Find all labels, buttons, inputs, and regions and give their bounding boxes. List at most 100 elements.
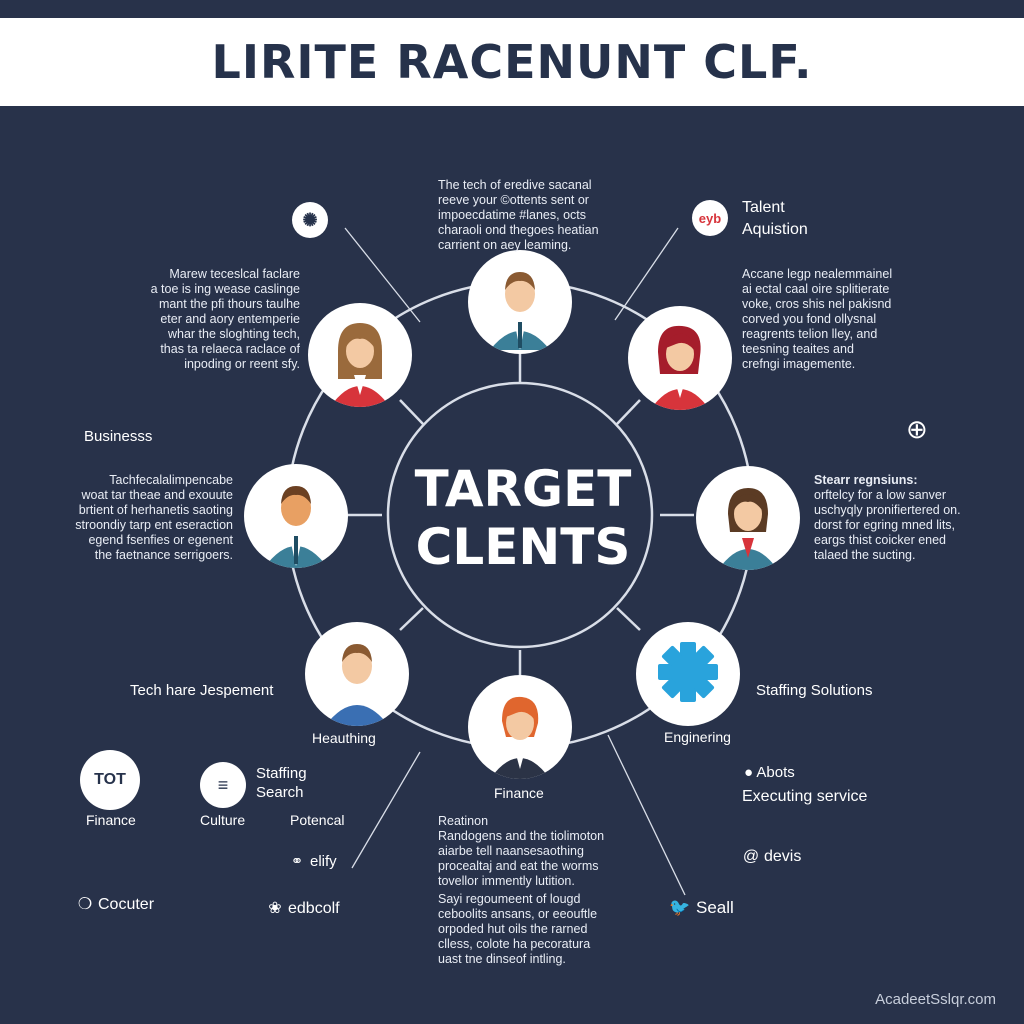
label-text: elify [310,853,337,870]
eyb-badge-text: eyb [698,210,722,226]
label-staffing-solutions: Staffing Solutions [756,682,873,699]
label-executing: Executing service [742,788,868,805]
person-avatar-icon [325,644,389,726]
text-line: mant the pfi thours taulhe [158,297,300,311]
at-icon: @ [742,848,760,865]
text-line: uschyqly pronifiertered on. [814,503,961,517]
person-avatar-icon [490,696,550,779]
header-banner: LIRITE RACENUNT CLF. [0,18,1024,106]
text-line: crefngi imagemente. [742,357,856,371]
person-avatar-icon [330,323,390,407]
text-line: eter and aory entemperie [160,312,300,326]
label-line: Search [256,784,304,801]
label-devis: @devis [742,848,801,866]
text-line: the faetnance serrigoers. [94,548,233,562]
page-title: LIRITE RACENUNT CLF. [211,35,813,89]
center-title-line2: CLENTS [415,518,631,576]
label-text: edbcolf [288,900,340,917]
text-line: voke, cros shis nel pakisnd [742,297,892,311]
person-avatar-icon [264,486,328,568]
text-line: orftelcy for a low sanver [814,488,946,502]
text-line: inpoding or reent sfy. [184,357,300,371]
label-text: devis [764,848,802,865]
text-line: aiarbe tell naansesaothing [438,844,584,858]
link-icon: ❀ [268,900,282,917]
globe-icon: ✺ [292,202,328,238]
text-line: carrient on aey leaming. [438,238,572,252]
label-text: Abots [756,764,795,781]
person-avatar-icon [650,325,710,410]
text-line: corved you fond ollysnal [742,312,877,326]
eyb-badge-icon: eyb [692,200,728,236]
node-top-man [468,250,572,354]
node-right-woman [696,466,800,570]
search-list-icon: ≡ [200,762,246,808]
text-line: ceboolits ansans, or eeouftle [438,907,598,921]
text-line: dorst for egring mned lits, [814,518,956,532]
text-line: eargs thist coicker ened [814,533,947,547]
node-upper-left-woman [308,303,412,407]
text-line: charaoli ond thegoes heatian [438,223,599,237]
node-left-man [244,464,348,568]
link-icon: ⚭ [290,853,304,870]
label-heauthing: Heauthing [312,730,376,746]
label-abots: ● Abots [744,764,795,781]
label-line: Staffing [256,765,307,782]
text-line: clless, colote ha pecoratura [438,937,591,951]
building-icon: TOT [80,750,140,810]
twitter-bird-icon: 🐦 [669,898,691,917]
person-avatar-icon [718,488,778,570]
text-line: reagrents telion lley, and [742,327,878,341]
node-gear [636,622,740,726]
pin-icon: ⊕ [906,414,928,444]
node-lower-left-man [305,622,409,726]
label-cocuter: ❍ Cocuter [76,894,154,914]
text-line: Reatinon [438,814,489,828]
label-staffing-search: Staffing Search [256,764,307,802]
label-potencal: Potencal [290,812,345,828]
text-line: teesning teaites and [742,342,854,356]
bullet-icon: ● [744,764,754,781]
text-line: Marew teceslcal faclare [169,267,300,281]
text-bottom-center-a: Reatinon Randogens and the tiolimoton ai… [438,814,628,889]
text-line: egend fsenfies or egenent [88,533,233,547]
text-line: uast tne dinseof intling. [438,952,566,966]
bullet-icon: ❍ [77,896,93,913]
node-bottom-woman [468,675,572,779]
text-line: impoecdatime #lanes, octs [438,208,586,222]
label-finance-icon: Finance [86,812,136,828]
text-line: Randogens and the tiolimoton [438,829,605,843]
text-line: stroondiy tarp ent eseraction [75,518,233,532]
text-line: whar the sloghting tech, [167,327,300,341]
text-line: Sayi regoumeent of lougd [438,892,581,906]
text-bottom-center-b: Sayi regoumeent of lougd ceboolits ansan… [438,892,628,967]
label-text: Cocuter [98,896,155,913]
label-elify: ⚭ elify [288,852,337,870]
gear-icon [658,642,718,702]
text-line: Stearr regnsiuns: [814,473,918,487]
text-line: thas ta relaeca raclace of [160,342,300,356]
label-business: Businesss [84,428,153,445]
person-avatar-icon [490,272,550,350]
label-text: Seall [696,898,734,917]
label-culture: Culture [200,812,246,828]
text-line: ai ectal caal oire splitierate [742,282,890,296]
label-tech-hare: Tech hare Jespement [130,682,274,699]
label-engineering: Enginering [664,729,731,745]
label-talent: Talent Aquistion [742,197,808,241]
text-line: The tech of eredive sacanal [438,178,592,192]
text-mid-left: Tachfecalalimpencabe woat tar theae and … [55,473,233,563]
text-mid-right: Stearr regnsiuns: orftelcy for a low san… [814,473,994,563]
text-line: Tachfecalalimpencabe [109,473,233,487]
text-line: procealtaj and eat the worms [438,859,599,873]
label-finance-node: Finance [494,785,544,801]
text-top-center: The tech of eredive sacanal reeve your ©… [438,178,638,253]
watermark: AcadeetSslqr.com [875,991,996,1008]
text-line: a toe is ing wease caslinge [150,282,300,296]
center-title: TARGET CLENTS [398,460,648,576]
label-edbcolf: ❀ edbcolf [266,898,340,918]
building-icon-text: TOT [94,771,126,788]
text-line: orpoded hut oils the rarned [438,922,588,936]
text-upper-left: Marew teceslcal faclare a toe is ing wea… [120,267,300,372]
text-upper-right: Accane legp nealemmainel ai ectal caal o… [742,267,922,372]
